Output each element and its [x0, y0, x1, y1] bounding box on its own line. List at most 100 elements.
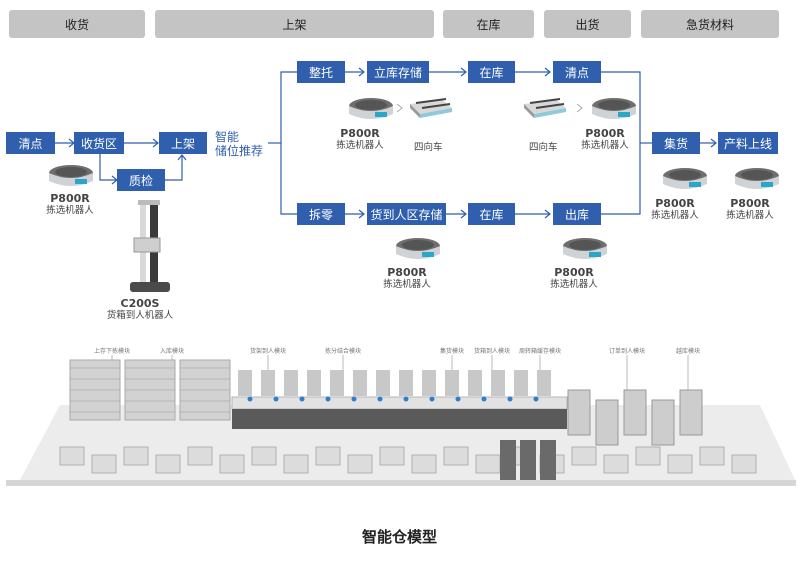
pallet-stack — [475, 454, 501, 474]
storage-rack — [595, 399, 619, 446]
workstation-robot — [533, 396, 539, 402]
mezzanine-base — [232, 409, 567, 429]
node-outbound: 出库 — [553, 203, 601, 225]
p800r-robot-icon — [396, 238, 440, 259]
pallet-stack — [603, 454, 629, 474]
module-label: 拣分结合模块 — [324, 348, 362, 355]
shelf-unit — [468, 370, 482, 396]
storage-rack — [623, 389, 647, 436]
node-split: 拆零 — [297, 203, 345, 225]
diagram-caption: 智能仓模型 — [361, 528, 437, 546]
pallet-stack — [347, 454, 373, 474]
node-g2p-storage: 货到人区存储 — [367, 203, 446, 225]
node-instock-lower: 在库 — [468, 203, 515, 225]
four-way-shuttle-icon — [523, 98, 567, 119]
pallet-stack — [251, 446, 277, 466]
warehouse-3d-model — [6, 355, 796, 486]
node-count-upper: 清点 — [553, 61, 601, 83]
phase-receive: 收货 — [9, 10, 145, 38]
phase-outbound: 出货 — [544, 10, 631, 38]
p800r-robot-icon — [563, 238, 607, 259]
node-quality-check: 质检 — [117, 169, 165, 191]
module-label: 周转箱缓存模块 — [518, 348, 562, 355]
pallet-stack — [731, 454, 757, 474]
module-label: 订单到人模块 — [608, 348, 646, 355]
p800r-robot-icon — [349, 98, 393, 119]
mezzanine — [231, 396, 568, 410]
shelf-unit — [330, 370, 344, 396]
shelf-unit — [307, 370, 321, 396]
flow-connectors — [55, 67, 717, 219]
module-label: 越库模块 — [675, 348, 701, 355]
shelf-unit — [261, 370, 275, 396]
module-label: 入库模块 — [159, 348, 185, 355]
pallet-stack — [379, 446, 405, 466]
container-shelf — [500, 440, 516, 480]
container-shelf — [520, 440, 536, 480]
node-consolidate: 集货 — [652, 132, 700, 154]
workstation-robot — [481, 396, 487, 402]
pallet-stack — [667, 454, 693, 474]
shelf-unit — [284, 370, 298, 396]
phase-instock: 在库 — [443, 10, 534, 38]
module-label: 货架到人模块 — [249, 348, 287, 355]
workstation-robot — [507, 396, 513, 402]
shelf-unit — [353, 370, 367, 396]
workstation-robot — [351, 396, 357, 402]
node-putaway: 上架 — [159, 132, 207, 154]
shelf-unit — [376, 370, 390, 396]
pallet-stack — [219, 454, 245, 474]
workstation-robot — [273, 396, 279, 402]
pallet-stack — [571, 446, 597, 466]
smart-slot-recommend: 智能 储位推荐 — [215, 130, 263, 158]
pallet-stack — [187, 446, 213, 466]
pallet-stack — [59, 446, 85, 466]
pallet-stack — [315, 446, 341, 466]
shelf-unit — [238, 370, 252, 396]
p800r-robot-icon — [663, 168, 707, 189]
node-count: 清点 — [6, 132, 55, 154]
storage-rack — [651, 399, 675, 446]
shuttle-label-left: 四向车 — [414, 142, 443, 153]
workstation-robot — [247, 396, 253, 402]
shelf-unit — [422, 370, 436, 396]
shelf-unit — [445, 370, 459, 396]
shelf-unit — [537, 370, 551, 396]
shuttle-label-right: 四向车 — [529, 142, 558, 153]
module-label: 货箱到人模块 — [473, 348, 511, 355]
module-label: 上存下拣模块 — [93, 348, 131, 355]
pallet-stack — [283, 454, 309, 474]
shelf-unit — [399, 370, 413, 396]
p800r-robot-icon — [735, 168, 779, 189]
workstation-robot — [299, 396, 305, 402]
module-label: 集货模块 — [439, 348, 465, 355]
workstation-robot — [455, 396, 461, 402]
shelf-unit — [514, 370, 528, 396]
c200s-robot-icon — [130, 200, 170, 292]
node-receiving-area: 收货区 — [74, 132, 124, 154]
node-line-feed: 产料上线 — [718, 132, 778, 154]
node-full-pallet: 整托 — [297, 61, 345, 83]
node-asrs-storage: 立库存储 — [367, 61, 429, 83]
phase-putaway: 上架 — [155, 10, 434, 38]
four-way-shuttle-icon — [409, 98, 453, 119]
pallet-stack — [91, 454, 117, 474]
pallet-stack — [123, 446, 149, 466]
workstation-robot — [403, 396, 409, 402]
workstation-robot — [429, 396, 435, 402]
phase-urgent: 急货材料 — [641, 10, 779, 38]
workstation-robot — [325, 396, 331, 402]
shelf-unit — [491, 370, 505, 396]
node-instock-upper: 在库 — [468, 61, 515, 83]
pallet-stack — [699, 446, 725, 466]
pallet-stack — [155, 454, 181, 474]
pallet-stack — [443, 446, 469, 466]
workstation-robot — [377, 396, 383, 402]
storage-rack — [679, 389, 703, 436]
container-shelf — [540, 440, 556, 480]
